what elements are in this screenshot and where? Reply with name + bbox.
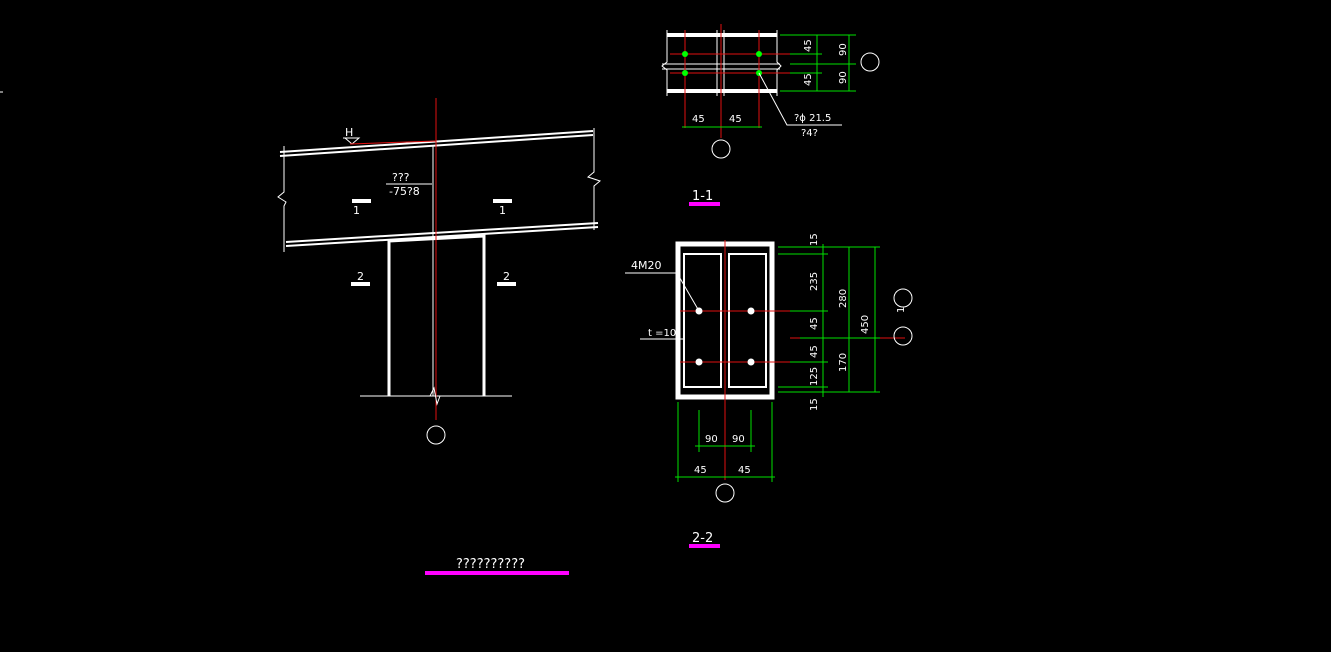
s22-dim-bottom-inner-2: 90 (732, 434, 745, 445)
s22-dim-inner-3: 45 (809, 317, 820, 330)
section-mark-2-right-label: 2 (503, 270, 510, 283)
s22-bolt-label: 4M20 (631, 259, 662, 272)
s22-bolt (747, 358, 755, 366)
s22-dim-bottom-outer-1: 45 (694, 465, 707, 476)
s11-bolt-leader (758, 72, 842, 126)
s11-bolt (756, 51, 762, 57)
s22-bolt-leader (625, 272, 700, 312)
s11-title: 1-1 (692, 189, 713, 204)
s22-dim-inner-2: 235 (809, 272, 820, 291)
main-view-title: ?????????? (456, 557, 525, 572)
elevation-leader (349, 140, 437, 145)
s22-dim-inner-5: 125 (809, 367, 820, 386)
s11-break-right (776, 30, 782, 96)
beam-bottom-flange (285, 222, 599, 243)
section-mark-1-left-label: 1 (353, 204, 360, 217)
s22-axis-bubble-bottom (715, 483, 735, 503)
section-mark-1-right-label: 1 (499, 204, 506, 217)
column-break-mark (429, 386, 441, 406)
main-view: H ??? -75?8 1 1 2 2 ?????????? (277, 98, 602, 575)
elevation-marker (343, 137, 361, 145)
s11-bolt-note-1: ?ϕ 21.5 (794, 113, 831, 124)
s22-dim-inner-4: 45 (809, 345, 820, 358)
break-line-left (277, 146, 287, 252)
break-line-right (586, 128, 602, 230)
s22-dim-bottom-outer-2: 45 (738, 465, 751, 476)
s22-bolt (747, 307, 755, 315)
s22-axis-bubble-lower (893, 326, 913, 346)
beam-label-top: ??? (392, 171, 410, 184)
s11-bolt (682, 51, 688, 57)
s22-dim-bottom-inner-1: 90 (705, 434, 718, 445)
elevation-label: H (345, 126, 353, 139)
s11-dim-outer-2: 90 (838, 71, 849, 84)
s11-bolt (682, 70, 688, 76)
s22-plate-label: t =10 (648, 328, 676, 339)
s11-dim-bottom-2: 45 (729, 114, 742, 125)
s11-axis-bubble-bottom (711, 139, 731, 159)
s11-dim-right-1: 45 (803, 39, 814, 52)
s22-dim-total: 450 (860, 315, 871, 334)
s22-title: 2-2 (692, 531, 713, 546)
beam-label-bottom: -75?8 (389, 185, 420, 198)
s11-axis-bubble-right (860, 52, 880, 72)
s11-bolt-note-2: ?4? (801, 128, 818, 139)
s22-axis-bubble-upper (893, 288, 913, 308)
beam-bottom-flange-inner (285, 226, 599, 247)
s22-bolt (695, 358, 703, 366)
section-2-2: 4M20 t =10 15 235 45 45 125 15 280 170 4… (625, 233, 913, 548)
s11-dim-outer-1: 90 (838, 43, 849, 56)
s11-break-left (661, 30, 668, 96)
s22-dim-inner-1: 15 (809, 233, 820, 246)
s22-dim-mid-2: 170 (838, 353, 849, 372)
s22-axis-label: 1 (896, 307, 907, 313)
s22-web-right-panel (728, 253, 767, 388)
s22-web-left-panel (683, 253, 722, 388)
s11-dim-bottom-1: 45 (692, 114, 705, 125)
axis-bubble-main (426, 425, 446, 445)
s22-dim-inner-6: 15 (809, 398, 820, 411)
s11-dim-right-2: 45 (803, 73, 814, 86)
section-1-1: 45 45 90 90 45 45 ?ϕ 21.5 ?4? 1-1 (661, 24, 880, 206)
section-mark-2-left-label: 2 (357, 270, 364, 283)
s22-dim-mid-1: 280 (838, 289, 849, 308)
